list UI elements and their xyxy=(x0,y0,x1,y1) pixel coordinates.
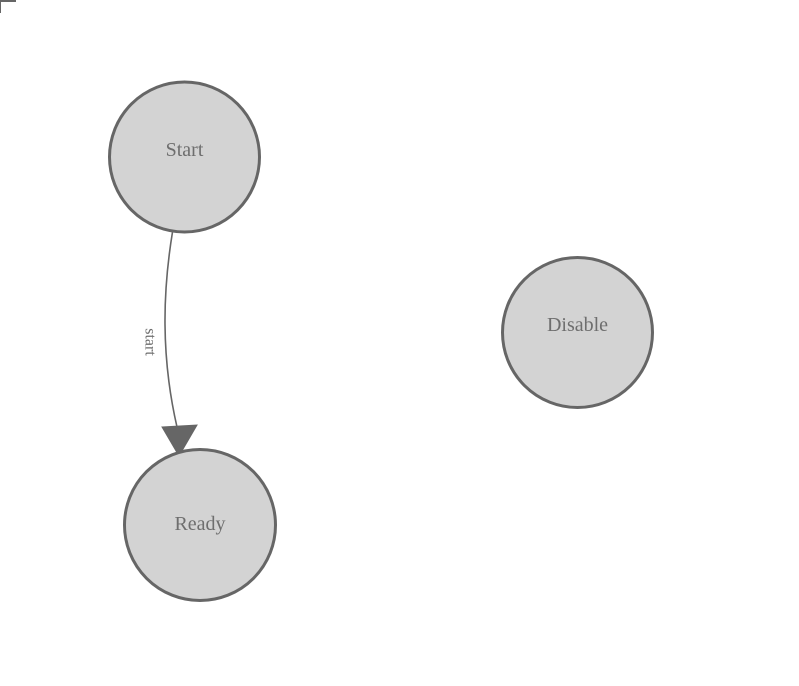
node-ready-label: Ready xyxy=(174,513,225,535)
node-disable-label: Disable xyxy=(547,314,608,336)
node-ready[interactable]: Ready xyxy=(123,448,277,602)
edge-label-start: start xyxy=(142,328,159,356)
node-ready-shape[interactable] xyxy=(123,448,277,602)
corner-bracket-artifact xyxy=(0,0,16,13)
node-disable-shape[interactable] xyxy=(501,256,654,409)
arrowhead-icon xyxy=(161,424,198,457)
node-start-shape[interactable] xyxy=(108,80,261,234)
node-start-label: Start xyxy=(166,139,204,161)
edge-start-to-ready[interactable]: start xyxy=(142,231,198,457)
edge-line xyxy=(164,231,178,428)
node-disable[interactable]: Disable xyxy=(501,256,654,409)
node-start[interactable]: Start xyxy=(108,80,261,234)
